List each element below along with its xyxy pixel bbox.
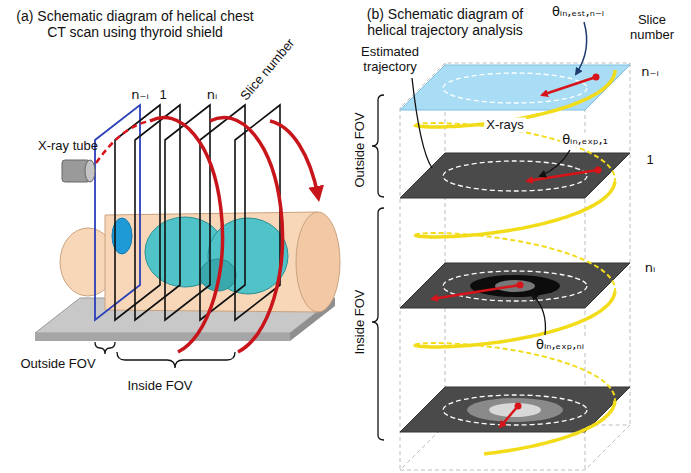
helix-segment — [415, 182, 615, 237]
helix — [415, 70, 615, 454]
axis-label: Slice number — [238, 36, 298, 104]
helix-segment — [415, 233, 615, 291]
callout-label: Estimated trajectory — [348, 45, 433, 75]
slice-label: n₋ᵢ — [641, 65, 658, 80]
region-label: Outside FOV — [20, 357, 95, 372]
slice-label: 1 — [646, 153, 653, 168]
slice-label: nᵢ — [645, 261, 656, 276]
angle-label: θᵢₙ,ₑₛₜ,ₙ₋ᵢ — [552, 5, 604, 20]
angle-label: θᵢₙ,ₑₓₚ,₁ — [560, 133, 610, 148]
region-label: Outside FOV — [353, 112, 368, 187]
part-label: X-ray tube — [38, 139, 98, 154]
ct-scene — [35, 105, 340, 368]
slice-label: n₋ᵢ — [131, 88, 148, 103]
angle-label: θᵢₙ,ₑₓₚ,ₙᵢ — [534, 338, 586, 353]
axis-label: Slice number — [620, 13, 685, 43]
beam-label: X-rays — [484, 118, 526, 133]
helix-segment — [484, 401, 615, 454]
region-label: Inside FOV — [127, 379, 192, 394]
trajectory-scene — [372, 22, 630, 470]
slice-label: nᵢ — [207, 88, 218, 103]
region-label: Inside FOV — [353, 289, 368, 354]
panel-title: (a) Schematic diagram of helical chest C… — [13, 8, 258, 40]
slice-label: 1 — [159, 88, 166, 103]
panel-title: (b) Schematic diagram of helical traject… — [353, 6, 538, 38]
